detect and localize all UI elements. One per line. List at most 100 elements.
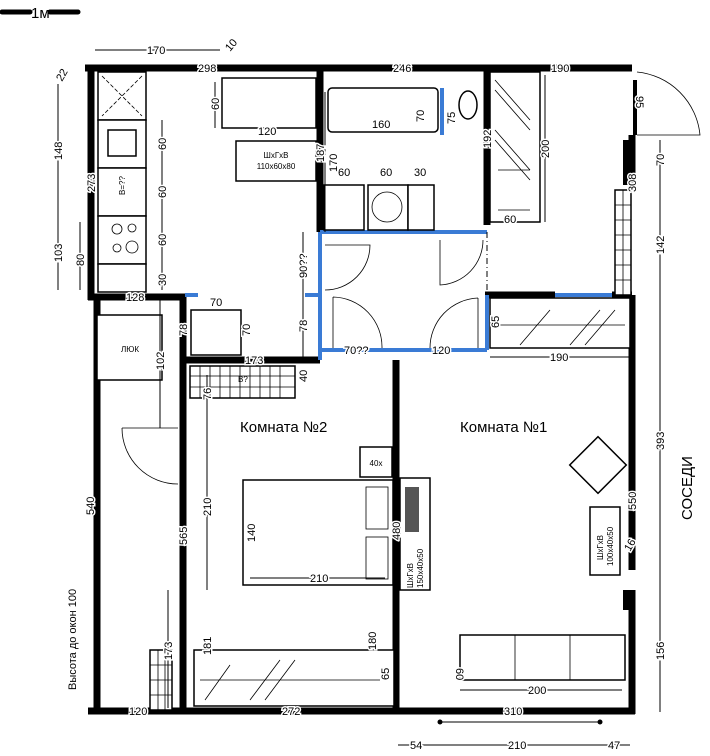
dim-label: 76 xyxy=(202,388,214,400)
dim-label: 78 xyxy=(178,324,190,336)
dim-label: 120 xyxy=(129,706,147,718)
dim-label: 60 xyxy=(453,668,465,680)
dim-label: 80 xyxy=(75,254,87,266)
toilet-door[interactable] xyxy=(439,239,484,286)
dim-label: 16 xyxy=(622,537,639,554)
dim-label: 210 xyxy=(508,740,526,752)
dim-label: 10 xyxy=(223,37,240,54)
hallway: ЛЮК В? xyxy=(96,189,632,711)
dim-label: 540 xyxy=(85,497,97,515)
kitchen-unknown-label: В=?? xyxy=(118,176,127,195)
toilet-icon xyxy=(458,90,478,120)
dim-label: 148 xyxy=(53,142,65,160)
washing-machine xyxy=(323,184,365,231)
room1-title: Комната №1 xyxy=(460,419,547,436)
dim-label: 95 xyxy=(633,96,645,108)
dim-label: 30 xyxy=(414,167,426,179)
dimension-labels: 170 10 298 246 190 22 148 273 103 80 60 … xyxy=(52,35,669,753)
window-height-label: Высота до окон 100 xyxy=(67,589,79,690)
room2-door[interactable] xyxy=(332,296,383,349)
dim-label: 192 xyxy=(482,130,494,148)
stove-icon xyxy=(97,215,147,265)
dim-label: 180 xyxy=(367,632,379,650)
dim-label: 70 xyxy=(210,297,222,309)
table-dims-label: ШхГхВ xyxy=(264,151,289,160)
dining-table xyxy=(235,140,317,182)
dim-label: 54 xyxy=(410,740,422,752)
dim-label: 565 xyxy=(178,527,190,545)
bathroom xyxy=(323,71,541,231)
dim-label: 60 xyxy=(338,167,350,179)
room-2: Комната №2 40х ШхГхВ 150х40х50 xyxy=(193,297,631,707)
dim-label: 170 xyxy=(328,154,340,172)
dim-label: 173 xyxy=(163,642,175,660)
cabinet-label: ШхГхВ xyxy=(596,535,605,560)
sofa-icon xyxy=(221,77,317,129)
dim-label: 272 xyxy=(282,706,300,718)
small-box xyxy=(359,446,393,478)
dim-label: 102 xyxy=(155,352,167,370)
wardrobe-3 xyxy=(489,297,631,349)
bathtub-icon xyxy=(327,87,439,133)
table-dims: 110х60х80 xyxy=(257,162,296,171)
dim-label: 128 xyxy=(126,292,144,304)
dim-label: 78 xyxy=(298,320,310,332)
bathroom-door[interactable] xyxy=(324,244,371,291)
dim-label: 200 xyxy=(540,140,552,158)
kitchen: В=?? ШхГхВ 110х60х80 xyxy=(97,71,317,293)
room1-door[interactable] xyxy=(429,297,479,349)
room2-title: Комната №2 xyxy=(240,419,327,436)
dim-label: 60 xyxy=(210,98,222,110)
cabinet-dims: 100х40х50 xyxy=(606,526,615,566)
scale-bar: 1м xyxy=(0,5,81,22)
room-1: Комната №1 ШхГхВ 100х40х50 СОСЕДИ Высота… xyxy=(67,419,696,690)
dim-label: 22 xyxy=(54,67,71,84)
closet-door[interactable] xyxy=(121,427,179,485)
doors xyxy=(121,239,484,485)
dim-label: 70?? xyxy=(344,345,368,357)
fridge xyxy=(190,309,242,356)
dim-label: 181 xyxy=(202,637,214,655)
wardrobe-2 xyxy=(193,649,395,707)
dim-label: 103 xyxy=(53,244,65,262)
hatch xyxy=(96,314,163,381)
dim-label: 310 xyxy=(504,706,522,718)
tv-stand-label: ШхГхВ xyxy=(406,563,415,588)
small-box-label: 40х xyxy=(370,459,383,468)
bed xyxy=(242,479,394,586)
dim-label: 298 xyxy=(198,63,216,75)
dim-label: 393 xyxy=(655,432,667,450)
neighbors-label: СОСЕДИ xyxy=(679,456,696,520)
dim-label: 47 xyxy=(608,740,620,752)
cabinet xyxy=(589,506,621,576)
dim-label: 200 xyxy=(528,685,546,697)
dim-label: 90?? xyxy=(298,254,310,278)
dim-label: 210 xyxy=(202,498,214,516)
dim-label: 156 xyxy=(655,642,667,660)
scale-label: 1м xyxy=(31,5,50,22)
armchair-icon xyxy=(568,435,628,495)
dim-label: 120 xyxy=(258,126,276,138)
dim-label: 246 xyxy=(393,63,411,75)
dim-label: 70 xyxy=(655,154,667,166)
wardrobe xyxy=(489,71,541,223)
entrance-door[interactable] xyxy=(633,71,701,136)
dim-label: 480 xyxy=(391,522,403,540)
dim-label: 75 xyxy=(446,112,458,124)
dim-label: 60 xyxy=(157,186,169,198)
dim-label: 60 xyxy=(157,234,169,246)
dim-label: 60 xyxy=(504,214,516,226)
dim-label: 65 xyxy=(490,316,502,328)
dim-label: 210 xyxy=(310,573,328,585)
dim-label: 140 xyxy=(246,524,258,542)
dim-label: 190 xyxy=(551,63,569,75)
washbasin-icon xyxy=(371,191,403,223)
sink-icon xyxy=(107,129,137,157)
dim-label: 65 xyxy=(380,668,392,680)
dim-label: 160 xyxy=(372,119,390,131)
dim-label: 120 xyxy=(432,345,450,357)
dim-label: 60 xyxy=(380,167,392,179)
dim-label: 40 xyxy=(298,370,310,382)
hatch-label: ЛЮК xyxy=(121,345,139,354)
dim-label: 30 xyxy=(157,274,169,286)
